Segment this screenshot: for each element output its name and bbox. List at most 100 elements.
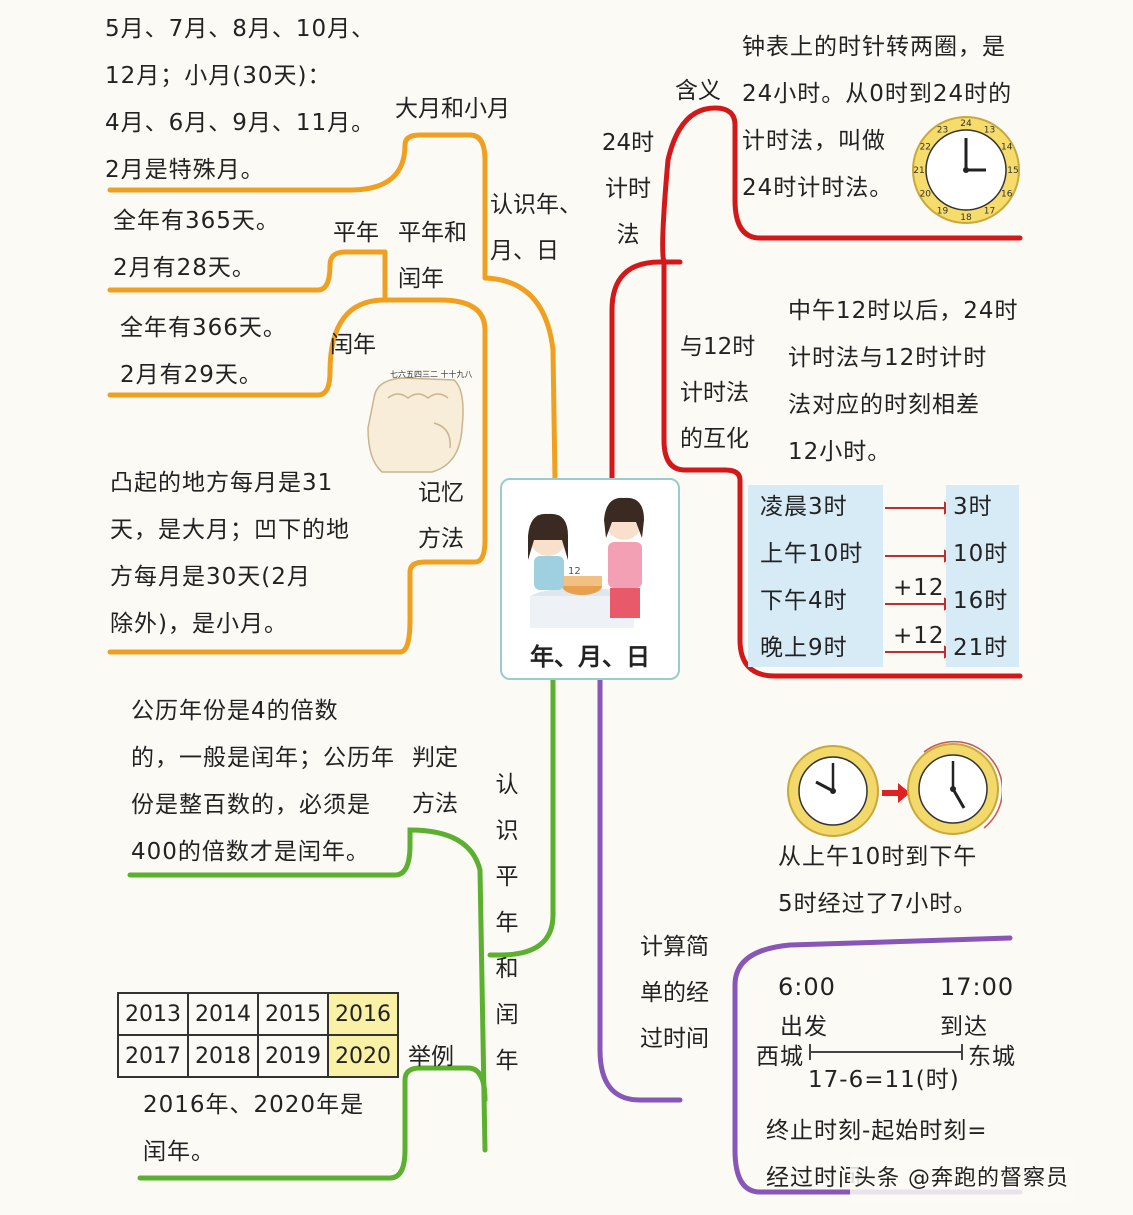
line-elapsed: [732, 935, 1023, 1195]
memory-label: 记忆方法: [418, 480, 464, 552]
meaning-line-3: 计时法，叫做: [742, 128, 886, 154]
method-line-2: 的，一般是闰年；公历年: [131, 745, 395, 771]
convert-left-1: 凌晨3时: [760, 494, 848, 520]
year-cell: 2019: [257, 1034, 329, 1078]
clock-number: 14: [1001, 143, 1013, 153]
common-line-2: 2月有28天。: [113, 255, 256, 281]
recognize-leap-label: 认识平年和闰年: [495, 772, 519, 1074]
line-trunk-red: [609, 259, 683, 481]
elapsed-formula: 17-6=11(时): [808, 1067, 960, 1093]
year-cell: 2014: [187, 992, 259, 1036]
convert-left-box: [748, 485, 883, 667]
clock-number: 16: [1001, 190, 1013, 200]
memory-line-1: 凸起的地方每月是31: [110, 470, 334, 496]
leap-line-2: 2月有29天。: [120, 362, 263, 388]
center-node: 12 年、月、日: [500, 478, 680, 680]
big-small-label: 大月和小月: [395, 96, 510, 122]
big-small-line-2: 12月；小月(30天)：: [105, 63, 332, 89]
year-cell: 2013: [117, 992, 189, 1036]
leap-label: 闰年: [330, 332, 376, 358]
meaning-line-1: 钟表上的时针转两圈，是: [742, 34, 1006, 60]
common-line-1: 全年有365天。: [113, 208, 280, 234]
meaning-line-4: 24时计时法。: [742, 175, 894, 201]
method-line-4: 400的倍数才是闰年。: [131, 839, 370, 865]
year-cell-leap: 2016: [327, 992, 399, 1036]
big-small-line-4: 2月是特殊月。: [105, 157, 265, 183]
convert-right-box: [946, 485, 1019, 667]
convert-line-4: 12小时。: [788, 439, 892, 465]
clock-number: 20: [920, 190, 932, 200]
common-label: 平年: [333, 220, 379, 246]
clock-number: 19: [937, 207, 949, 217]
line-leap: [107, 297, 488, 398]
year-row: 2013 2014 2015 2016: [117, 992, 399, 1036]
recognize-ymd-label: 认识年、月、日: [490, 192, 582, 264]
line-memory: [107, 327, 488, 655]
example-label: 举例: [408, 1044, 454, 1070]
big-small-line-1: 5月、7月、8月、10月、: [105, 16, 376, 42]
line-convert: [661, 259, 1023, 679]
h24-label: 24时计时法: [601, 130, 655, 248]
convert-left-4: 晚上9时: [760, 635, 848, 661]
memory-line-4: 除外)，是小月。: [110, 611, 288, 637]
convert-line-2: 计时法与12时计时: [788, 345, 988, 371]
clock-number: 24: [960, 119, 972, 129]
clock-5pm: [907, 740, 1002, 835]
year-cell: 2017: [117, 1034, 189, 1078]
fist-illustration: 七六五四三二 十十九八 一 二: [367, 369, 472, 473]
rule-line-1: 终止时刻-起始时刻=: [766, 1118, 988, 1144]
line-trunk-purple: [597, 673, 683, 1103]
year-cell-leap: 2020: [327, 1034, 399, 1078]
example-line-1: 2016年、2020年是: [143, 1092, 365, 1118]
method-label: 判定方法: [412, 745, 458, 817]
method-line-1: 公历年份是4的倍数: [131, 698, 339, 724]
memory-line-3: 方每月是30天(2月: [110, 564, 311, 590]
line-big-small: [107, 132, 488, 281]
clock-number: 22: [920, 143, 931, 153]
line-trunk-orange: [482, 275, 558, 483]
convert-label: 与12时计时法的互化: [680, 334, 756, 452]
line-common: [107, 249, 388, 293]
knuckle-labels: 七六五四三二 十十九八 一 二: [390, 369, 472, 379]
start-time: 6:00: [778, 973, 836, 1001]
arrive-label: 到达: [940, 1014, 988, 1040]
line-meaning: [660, 105, 1023, 265]
clock-number: 15: [1007, 166, 1018, 176]
clock-number: 13: [984, 125, 995, 135]
meaning-label: 含义: [675, 78, 721, 104]
memory-line-2: 天，是大月；凹下的地: [110, 517, 350, 543]
clock-caption-1: 从上午10时到下午: [778, 844, 978, 870]
convert-right-2: 10时: [953, 541, 1009, 567]
rule-line-2: 经过时间: [766, 1165, 862, 1191]
year-row: 2017 2018 2019 2020: [117, 1034, 399, 1078]
clock-number: 17: [984, 207, 995, 217]
plus-12-a: +12: [893, 575, 945, 601]
year-cell: 2015: [257, 992, 329, 1036]
clock-24h: 24 13 14 15 16 17 18 19 20 21 22 23: [912, 116, 1020, 224]
clock-10am: [787, 745, 879, 837]
big-small-line-3: 4月、6月、9月、11月。: [105, 110, 376, 136]
method-line-3: 份是整百数的，必须是: [131, 792, 371, 818]
line-example: [137, 1065, 488, 1181]
leap-line-1: 全年有366天。: [120, 315, 287, 341]
plus-12-b: +12: [893, 623, 945, 649]
clock-number: 21: [913, 166, 924, 176]
convert-left-3: 下午4时: [760, 588, 848, 614]
meaning-line-2: 24小时。从0时到24时的: [742, 81, 1013, 107]
to-city: 东城: [968, 1044, 1016, 1070]
kids-illustration: 12: [528, 497, 644, 628]
clock-number: 23: [937, 125, 948, 135]
depart-label: 出发: [780, 1014, 828, 1040]
convert-right-1: 3时: [953, 494, 993, 520]
convert-line-3: 法对应的时刻相差: [788, 392, 980, 418]
watermark: 头条 @奔跑的督察员: [850, 1155, 1073, 1202]
elapsed-label: 计算简单的经过时间: [640, 934, 709, 1052]
line-trunk-green: [487, 673, 556, 958]
year-cell: 2018: [187, 1034, 259, 1078]
clock-number: 18: [960, 213, 972, 223]
common-leap-label: 平年和闰年: [398, 220, 467, 292]
convert-right-3: 16时: [953, 588, 1009, 614]
convert-right-4: 21时: [953, 635, 1009, 661]
clock-caption-2: 5时经过了7小时。: [778, 891, 978, 917]
convert-left-2: 上午10时: [760, 541, 864, 567]
